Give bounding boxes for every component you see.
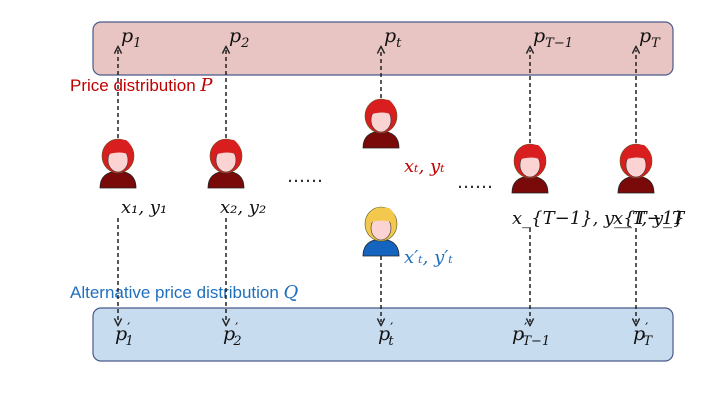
agent-5-icon [617, 143, 655, 194]
bottom-price-labels: p′1 p′2 p′t p′T−1 p′T [115, 321, 653, 349]
agent-label-1: x₁, y₁ [121, 197, 167, 218]
price-distribution-label: Price distribution P [70, 75, 213, 96]
bottom-price-label-4: p′T−1 [512, 321, 550, 349]
agent-label-3: xₜ, yₜ [404, 156, 445, 177]
agent-4-icon [511, 143, 549, 194]
agent-label-2: x₂, y₂ [220, 197, 266, 218]
top-price-label-2: p2 [229, 25, 249, 51]
bottom-price-label-1: p′1 [115, 321, 134, 349]
agent-label-4: x_{T−1}, y_{T−1} [512, 208, 685, 229]
agent-2-icon [207, 138, 245, 189]
bottom-price-label-2: p′2 [223, 321, 242, 349]
agent-label-5: x_T, y_T [613, 208, 686, 229]
top-price-label-4: pT−1 [533, 25, 573, 51]
alt-agent-label: x′ₜ, y′ₜ [404, 247, 453, 268]
price-distribution-band [92, 21, 674, 76]
agent-1-icon [99, 138, 137, 189]
ellipsis-left: …… [287, 166, 323, 187]
dashed-arrows [118, 50, 636, 322]
alternative-price-distribution-label: Alternative price distribution Q [70, 282, 299, 303]
top-price-label-1: p1 [121, 25, 141, 51]
bottom-price-label-3: p′t [378, 321, 394, 349]
top-price-label-5: pT [639, 25, 661, 51]
top-price-label-3: pt [384, 25, 402, 51]
alt-agent-icon [362, 206, 400, 257]
ellipsis-right: …… [457, 172, 493, 193]
agent-labels: x₁, y₁ x₂, y₂ xₜ, yₜ x_{T−1}, y_{T−1}x_T, y… [121, 156, 686, 268]
agent-3-icon [362, 98, 400, 149]
top-price-labels: p1 p2 pt pT−1 pT [121, 25, 661, 51]
bottom-price-label-5: p′T [633, 321, 653, 349]
agents [99, 98, 655, 257]
